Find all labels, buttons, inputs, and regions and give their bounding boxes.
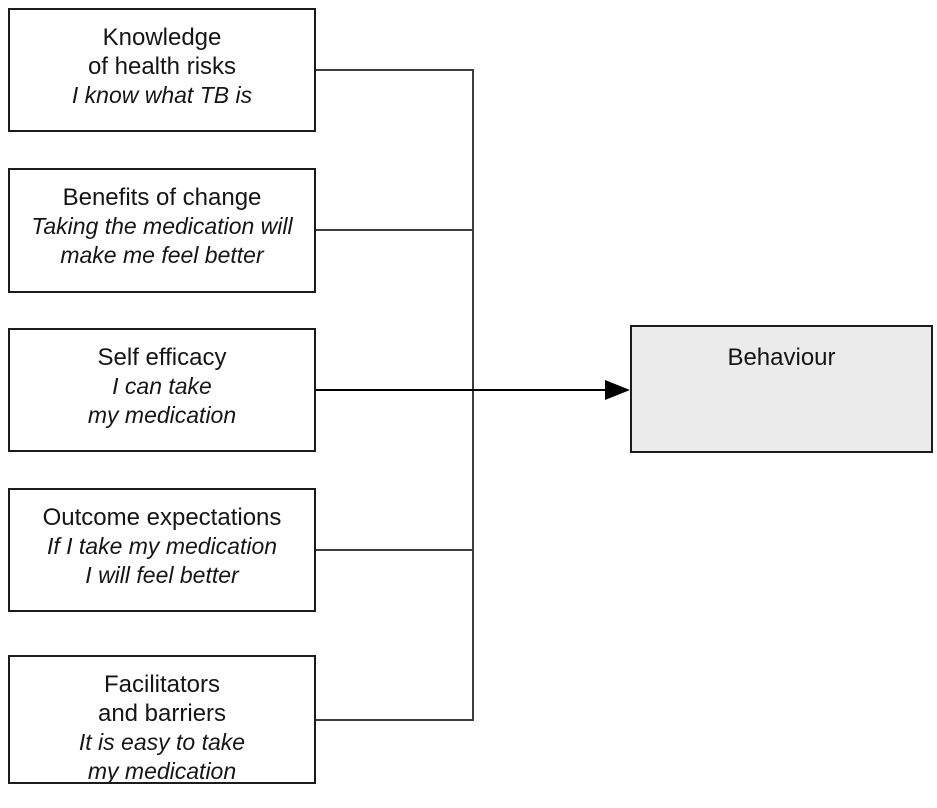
factor-box-facilitators-and-barriers: Facilitators and barriers It is easy to … — [8, 655, 316, 784]
factor-box-knowledge-of-health-risks: Knowledge of health risks I know what TB… — [8, 8, 316, 132]
factor-example: It is easy to take my medication — [78, 729, 246, 784]
factor-box-benefits-of-change: Benefits of change Taking the medication… — [8, 168, 316, 293]
factor-title: Benefits of change — [62, 184, 262, 211]
factor-example: I can take my medication — [87, 373, 237, 428]
factor-title: Knowledge of health risks — [87, 24, 237, 80]
connector-outcome-line — [316, 549, 473, 551]
factor-title: Outcome expectations — [42, 504, 282, 531]
connector-facilitators-line — [316, 719, 473, 721]
merge-vertical-line — [472, 69, 474, 721]
arrow-head — [605, 380, 630, 400]
outcome-label: Behaviour — [727, 344, 836, 371]
arrow-shaft — [316, 389, 606, 391]
connector-knowledge-line — [316, 69, 473, 71]
connector-benefits-line — [316, 229, 473, 231]
factor-example: If I take my medication I will feel bett… — [46, 533, 278, 588]
factor-box-self-efficacy: Self efficacy I can take my medication — [8, 328, 316, 452]
outcome-box-behaviour: Behaviour — [630, 325, 933, 453]
factor-example: I know what TB is — [71, 82, 253, 108]
factor-title: Self efficacy — [97, 344, 227, 371]
factor-box-outcome-expectations: Outcome expectations If I take my medica… — [8, 488, 316, 612]
factor-title: Facilitators and barriers — [97, 671, 227, 727]
factor-example: Taking the medication will make me feel … — [31, 213, 293, 268]
